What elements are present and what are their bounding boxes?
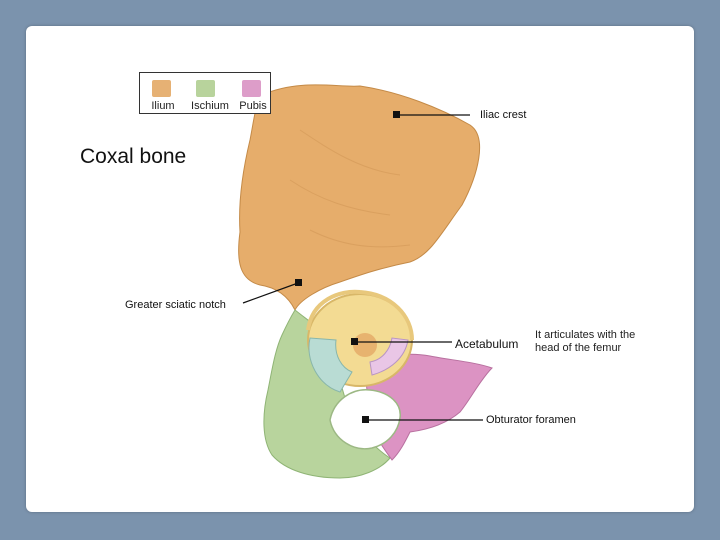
acetabulum-note: It articulates with the head of the femu… xyxy=(535,329,636,354)
legend-label-ischium: Ischium xyxy=(191,100,229,112)
ischium-swatch xyxy=(196,80,215,97)
legend-label-ilium: Ilium xyxy=(151,100,175,112)
ilium-region xyxy=(238,84,481,312)
greater-sciatic-notch-label: Greater sciatic notch xyxy=(125,299,226,311)
page-title: Coxal bone xyxy=(80,145,187,168)
pubis-swatch xyxy=(242,80,261,97)
legend-label-pubis: Pubis xyxy=(239,100,267,112)
obturator-foramen-label: Obturator foramen xyxy=(486,414,576,426)
sciatic-notch-leader xyxy=(242,282,299,304)
ilium-swatch xyxy=(152,80,171,97)
acetabulum-label: Acetabulum xyxy=(455,337,519,351)
iliac-crest-label: Iliac crest xyxy=(480,109,527,121)
bone-legend: Ilium Ischium Pubis xyxy=(139,72,271,114)
